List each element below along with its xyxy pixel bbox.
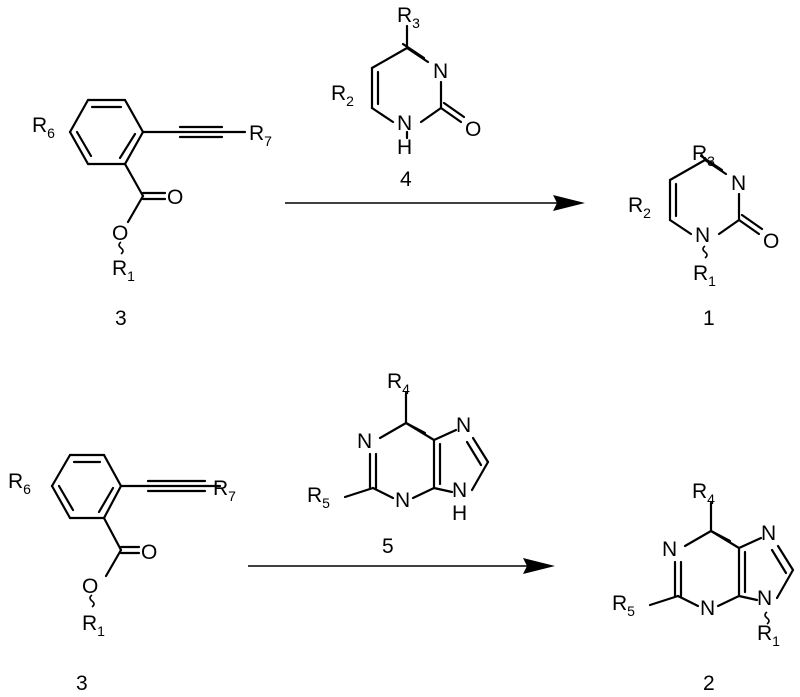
- r1-label: R1: [112, 257, 135, 284]
- compound-number-1: 1: [703, 307, 715, 330]
- nh-n-label-reagent: N: [397, 112, 412, 135]
- compound-number-4: 4: [400, 168, 412, 191]
- r2-label-product: R2: [628, 194, 651, 221]
- carbonyl-oxygen-label-product: O: [763, 230, 779, 253]
- reaction-arrow-1: [285, 195, 585, 211]
- carbonyl-oxygen-label-reagent: O: [465, 118, 481, 141]
- n3-label-product: N: [731, 172, 746, 195]
- compound-5-structure: [343, 391, 490, 500]
- n9-label-purine-reagent: N: [452, 479, 467, 502]
- n3-label-purine-product: N: [700, 597, 715, 620]
- reaction-arrow-2: [248, 558, 555, 574]
- n3-label-reagent: N: [433, 60, 448, 83]
- r5-label-reagent: R5: [307, 484, 330, 511]
- compound-number-2: 2: [703, 672, 715, 695]
- r4-label-reagent: R4: [387, 370, 410, 397]
- r4-label-product: R4: [692, 480, 715, 507]
- n3-label-purine-reagent: N: [395, 489, 410, 512]
- ester-oxygen-label-bottom: O: [82, 575, 98, 598]
- compound-3-structure-top: [68, 98, 247, 255]
- compound-2-structure: [648, 501, 795, 625]
- ester-oxygen-label: O: [112, 222, 128, 245]
- compound-number-3-top: 3: [115, 307, 127, 330]
- n7-label-purine-reagent: N: [456, 414, 471, 437]
- r5-label-product: R5: [612, 592, 635, 619]
- r7-label: R7: [249, 122, 272, 149]
- r1-label-product: R1: [693, 262, 716, 289]
- r1-label-bottom: R1: [82, 612, 105, 639]
- r3-label-reagent: R3: [397, 4, 420, 31]
- compound-4-structure: [370, 24, 466, 140]
- r6-label-bottom: R6: [8, 470, 31, 497]
- n1-label-purine-reagent: N: [357, 430, 372, 453]
- compound-number-3-bottom: 3: [76, 672, 88, 695]
- n7-label-purine-product: N: [761, 522, 776, 545]
- carbonyl-oxygen-label-bottom: O: [141, 541, 157, 564]
- carbonyl-oxygen-label: O: [167, 186, 183, 209]
- compound-number-5: 5: [382, 535, 394, 558]
- r2-label-reagent: R2: [331, 82, 354, 109]
- compound-3-structure-bottom: [50, 453, 222, 608]
- n9-label-purine-product: N: [757, 587, 772, 610]
- r7-label-bottom: R7: [213, 477, 236, 504]
- r1-label-product-2: R1: [757, 622, 780, 649]
- r3-label-product: R3: [692, 142, 715, 169]
- n1-label-purine-product: N: [662, 538, 677, 561]
- compound-1-structure: [668, 154, 764, 259]
- nh-h-label-purine-reagent: H: [452, 502, 467, 525]
- nh-h-label-reagent: H: [397, 136, 412, 159]
- r6-label: R6: [32, 114, 55, 141]
- n1-label-product: N: [695, 224, 710, 247]
